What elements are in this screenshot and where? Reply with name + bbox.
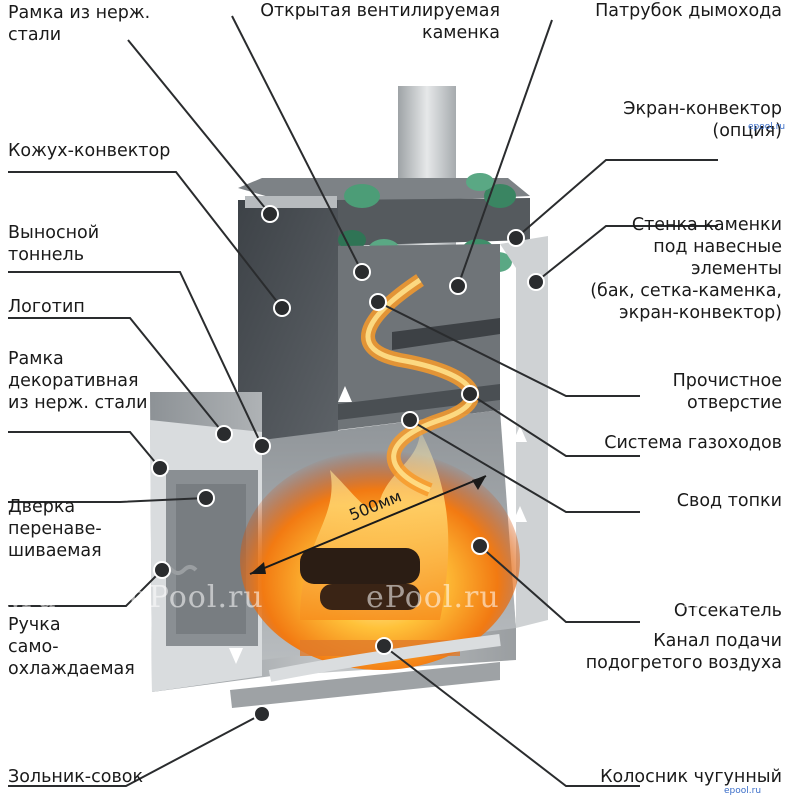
heater-wall bbox=[500, 236, 548, 628]
label-remote-tunnel: Выносной тоннель bbox=[8, 223, 100, 265]
label-firebox-vault: Свод топки bbox=[676, 491, 782, 511]
label-door: Дверка перенаве- шиваемая bbox=[8, 497, 102, 561]
label-grate: Колосник чугунный bbox=[600, 767, 782, 787]
label-open-heater: Открытая вентилируемая каменка bbox=[260, 1, 500, 43]
label-heater-wall: Стенка каменки под навесные элементы (ба… bbox=[590, 215, 782, 323]
log bbox=[320, 584, 420, 610]
label-cutoff: Отсекатель bbox=[673, 601, 782, 621]
label-frame-steel: Рамка из нерж. стали bbox=[8, 3, 151, 45]
door-glass bbox=[176, 484, 246, 634]
label-ash-pan: Зольник-совок bbox=[8, 767, 144, 787]
label-air-channel: Канал подачи подогретого воздуха bbox=[585, 631, 782, 673]
watermark: l.ru bbox=[0, 580, 57, 615]
flue-baffle bbox=[392, 318, 500, 350]
watermark: ePool.ru bbox=[130, 580, 264, 615]
leader-lines bbox=[8, 15, 718, 787]
label-flue-system: Система газоходов bbox=[604, 433, 782, 453]
label-chimney-pipe: Патрубок дымохода bbox=[595, 1, 782, 21]
dimension-arrow bbox=[249, 475, 487, 575]
steel-frame-top bbox=[245, 196, 337, 208]
air-channel bbox=[268, 634, 501, 682]
watermark-site: epool.ru bbox=[724, 786, 762, 796]
label-handle: Ручка само- охлаждаемая bbox=[8, 615, 135, 679]
air-flow-arrow-icon bbox=[229, 386, 527, 664]
watermark-site: epool.ru bbox=[748, 122, 786, 132]
log bbox=[300, 548, 420, 584]
label-casing-convector: Кожух-конвектор bbox=[8, 141, 171, 161]
label-decor-frame: Рамка декоративная из нерж. стали bbox=[8, 349, 148, 413]
callout-dot-icon bbox=[151, 205, 545, 723]
label-screen-convector: Экран-конвектор (опция) bbox=[623, 99, 782, 141]
firebox-vault bbox=[338, 384, 500, 420]
watermark: ePool.ru bbox=[604, 580, 738, 615]
label-cleaning-hole: Прочистное отверстие bbox=[672, 371, 782, 413]
label-logo: Логотип bbox=[8, 297, 85, 317]
watermark: ePool.ru bbox=[366, 580, 500, 615]
ash-pan bbox=[230, 662, 500, 708]
casing-side bbox=[338, 198, 530, 246]
